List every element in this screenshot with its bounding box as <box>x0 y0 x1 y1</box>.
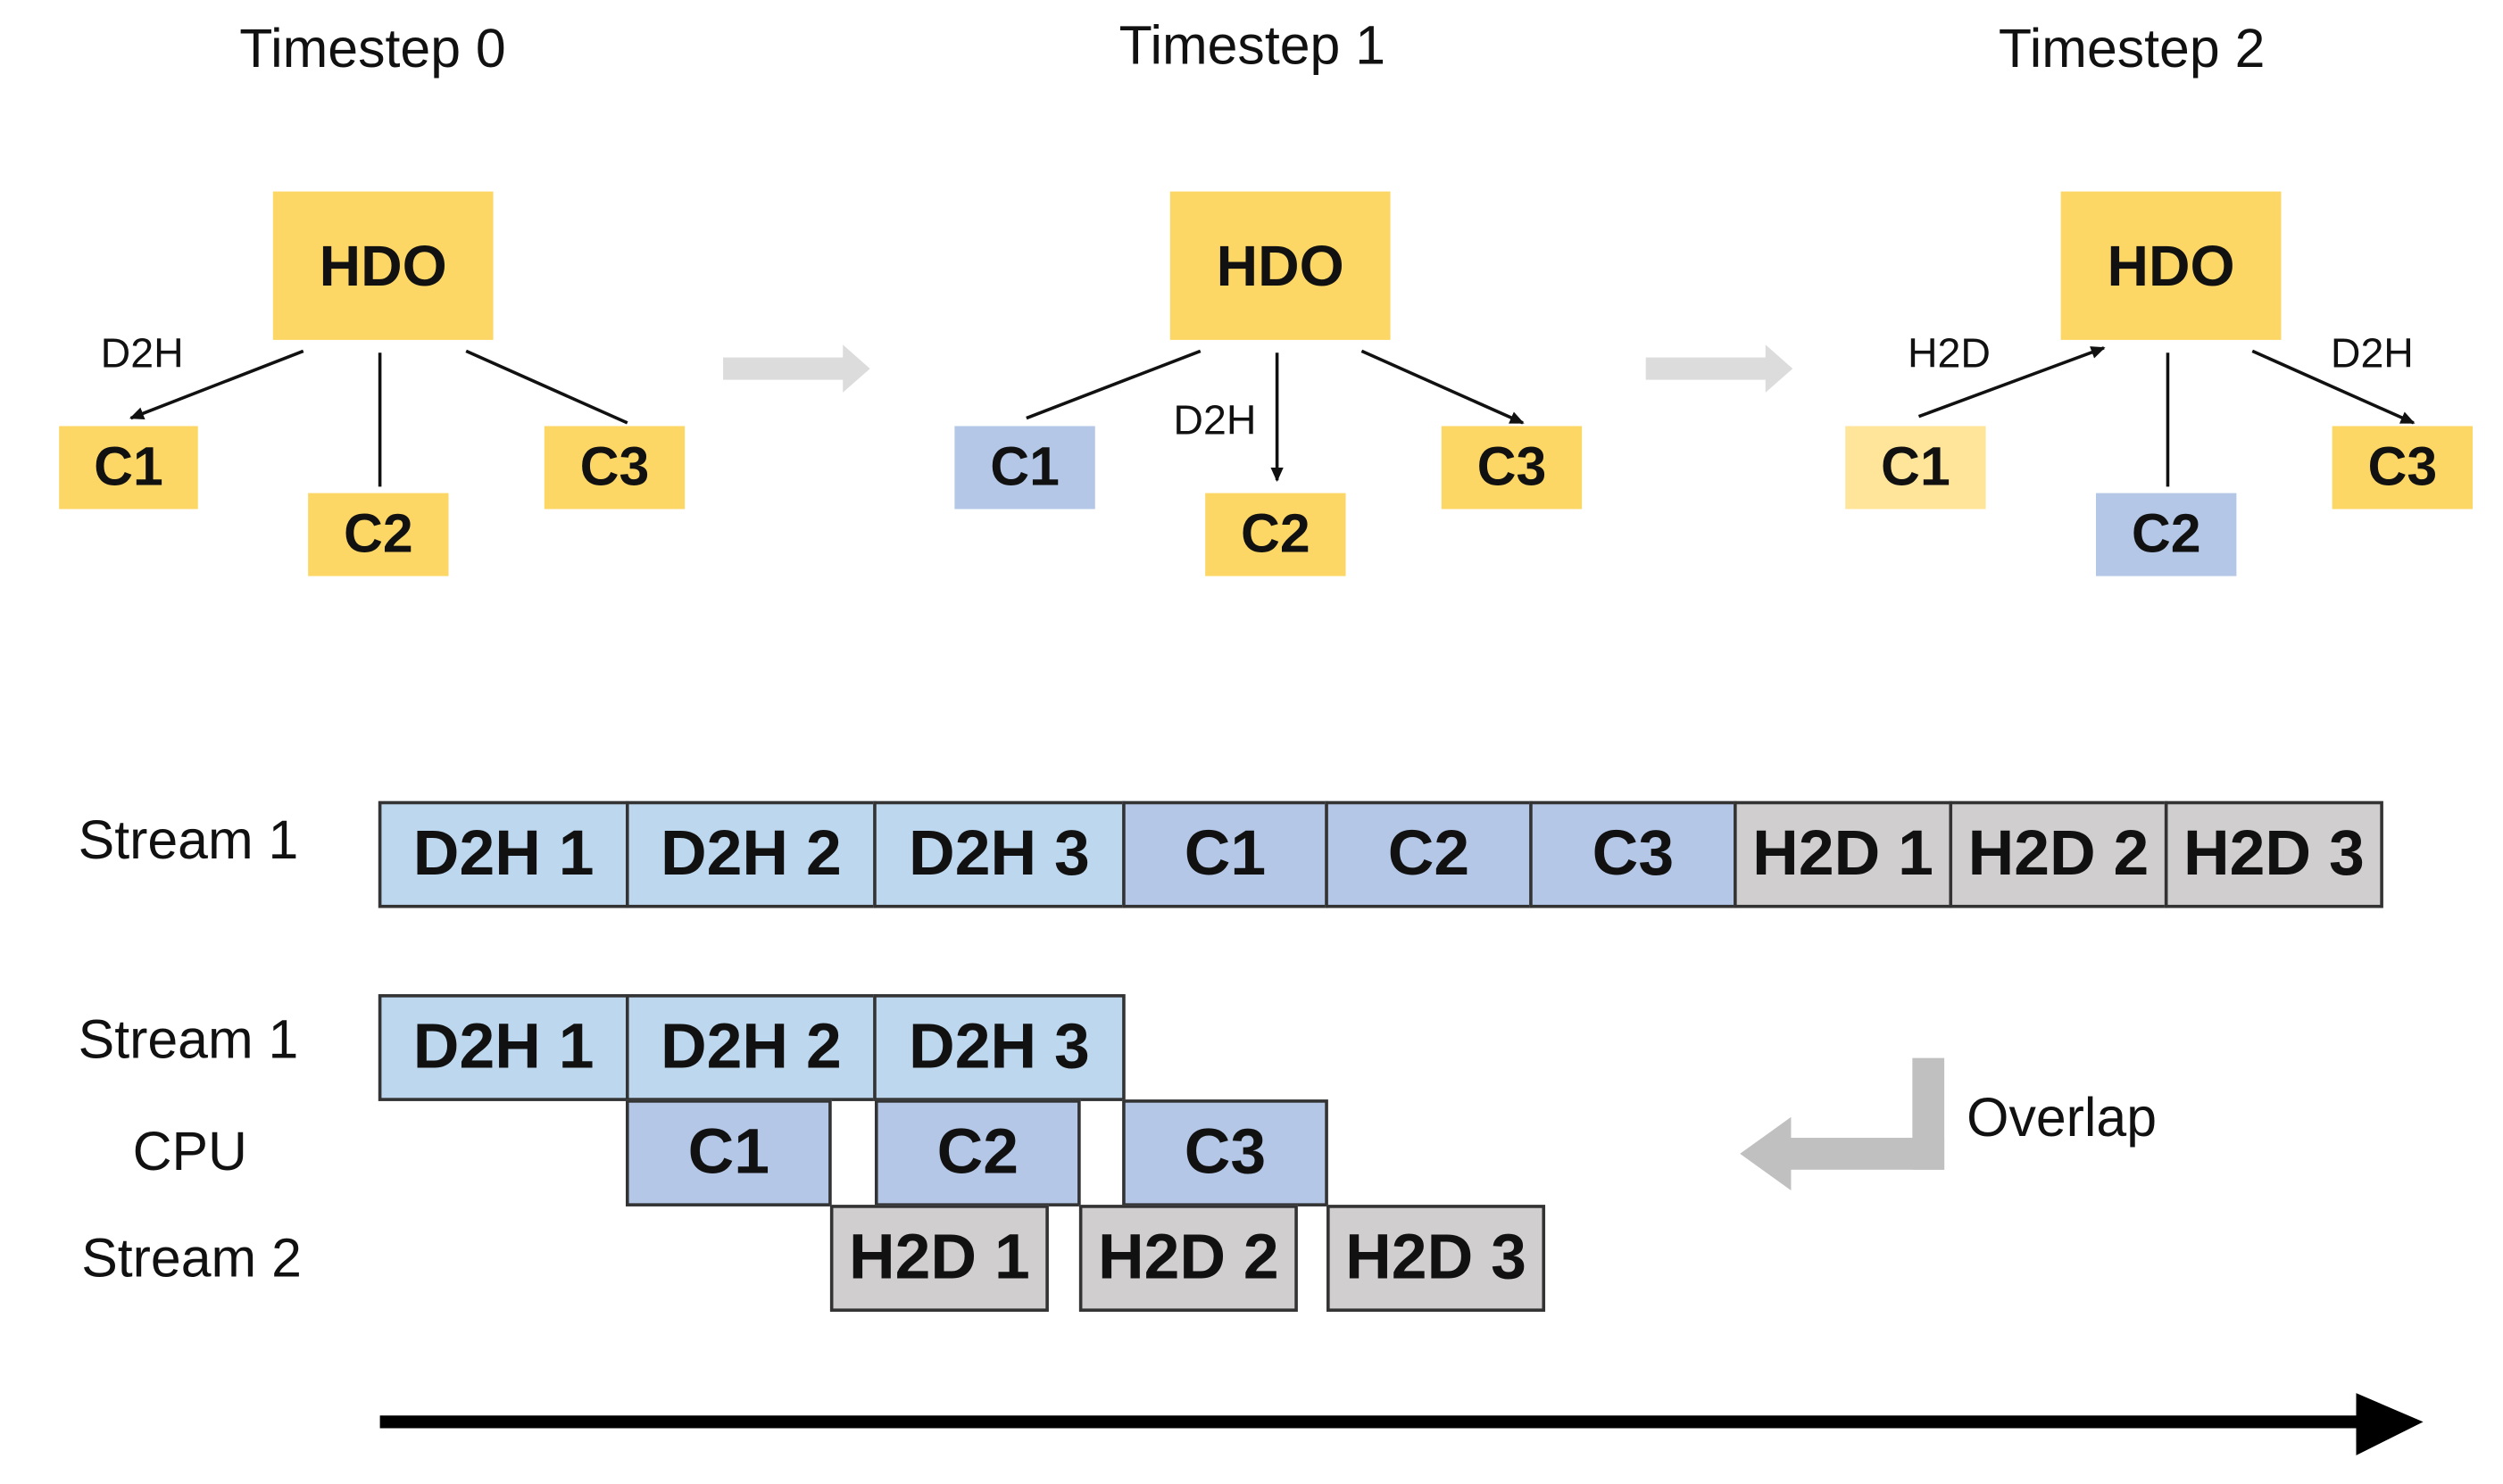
pipe-block-d2h-1: D2H 1 <box>378 994 629 1101</box>
step-arrow-1 <box>723 344 870 393</box>
pipe-block-h2d-1: H2D 1 <box>829 1205 1049 1312</box>
seq-block-c1: C1 <box>1122 800 1328 908</box>
t0-c2-node: C2 <box>308 493 449 576</box>
seq-block-c2: C2 <box>1325 800 1533 908</box>
timestep-2-title: Timestep 2 <box>1998 19 2266 80</box>
overlap-arrow-icon <box>1740 1057 1945 1191</box>
t2-c3-node: C3 <box>2332 426 2474 510</box>
seq-block-d2h-3: D2H 3 <box>873 800 1126 908</box>
step-arrow-2 <box>1645 344 1793 393</box>
pipelined-stream2-label: Stream 2 <box>81 1228 302 1289</box>
t0-c3-node: C3 <box>544 426 686 510</box>
pipelined-stream1-label: Stream 1 <box>78 1009 299 1071</box>
seq-block-h2d-3: H2D 3 <box>2164 800 2383 908</box>
timestep-0-title: Timestep 0 <box>239 19 506 80</box>
time-axis-arrow <box>379 1393 2424 1455</box>
t0-hdo-node: HDO <box>272 191 494 340</box>
pipelined-cpu-label: CPU <box>132 1122 247 1183</box>
t1-line-c1 <box>1026 349 1202 420</box>
pipe-block-d2h-2: D2H 2 <box>626 994 877 1101</box>
t2-h2d-label: H2D <box>1907 328 1992 377</box>
pipe-block-h2d-3: H2D 3 <box>1326 1205 1546 1312</box>
t1-hdo-node: HDO <box>1169 191 1391 340</box>
pipe-block-d2h-3: D2H 3 <box>873 994 1126 1101</box>
t0-c1-node: C1 <box>59 426 198 510</box>
pipe-block-c3: C3 <box>1122 1099 1328 1206</box>
seq-block-d2h-1: D2H 1 <box>378 800 629 908</box>
t1-c1-node: C1 <box>954 426 1095 510</box>
t0-d2h-label: D2H <box>100 328 184 377</box>
t0-d2h-arrow-c1 <box>129 349 304 420</box>
seq-block-d2h-2: D2H 2 <box>626 800 877 908</box>
t2-c2-node: C2 <box>2095 493 2237 576</box>
seq-block-h2d-1: H2D 1 <box>1734 800 1953 908</box>
pipe-block-c2: C2 <box>874 1099 1081 1206</box>
t1-d2h-label: D2H <box>1173 395 1257 444</box>
t2-d2h-arrow-c3 <box>2251 349 2416 425</box>
t1-c3-node: C3 <box>1441 426 1583 510</box>
pipe-block-h2d-2: H2D 2 <box>1078 1205 1298 1312</box>
pipe-block-c1: C1 <box>626 1099 832 1206</box>
t1-c2-node: C2 <box>1205 493 1346 576</box>
t0-line-c3 <box>465 349 628 425</box>
seq-block-h2d-2: H2D 2 <box>1949 800 2168 908</box>
t2-d2h-label: D2H <box>2330 328 2414 377</box>
sequential-stream-label: Stream 1 <box>78 810 299 872</box>
overlap-label: Overlap <box>1967 1088 2158 1149</box>
timestep-1-title: Timestep 1 <box>1118 15 1386 77</box>
t1-arrow-c3 <box>1360 349 1525 425</box>
t2-hdo-node: HDO <box>2060 191 2282 340</box>
t2-h2d-arrow <box>1917 346 2106 419</box>
t2-c1-node: C1 <box>1845 426 1986 510</box>
seq-block-c3: C3 <box>1529 800 1737 908</box>
